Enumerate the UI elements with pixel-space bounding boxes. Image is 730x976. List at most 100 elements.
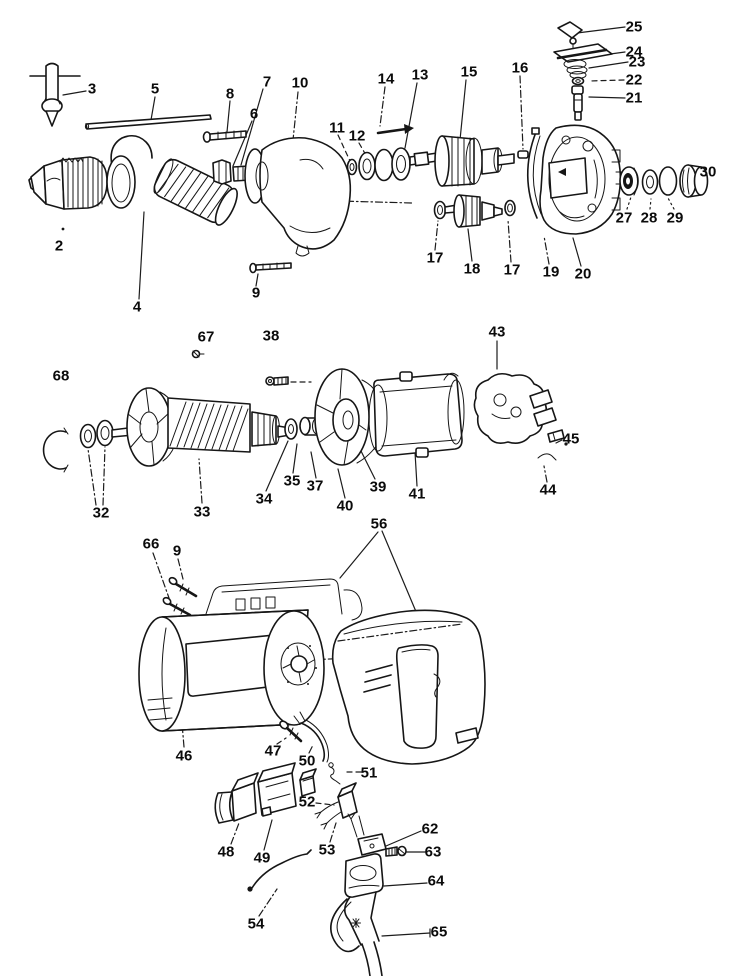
part-washer-27 — [619, 166, 639, 196]
part-label-b54: 54 — [247, 915, 265, 933]
part-label-a16: 16 — [511, 59, 529, 77]
part-label-a25: 25 — [625, 18, 643, 36]
part-label-a21: 21 — [625, 89, 643, 107]
part-label-a28: 28 — [640, 209, 658, 227]
part-label-a20: 20 — [574, 265, 592, 283]
part-bearing-30 — [679, 164, 709, 198]
part-lock-button — [299, 768, 317, 797]
part-screw-8 — [202, 130, 247, 143]
part-side-handle-ring — [106, 134, 153, 209]
part-label-m39: 39 — [369, 478, 387, 496]
part-label-b49: 49 — [253, 849, 271, 867]
part-label-m35: 35 — [283, 472, 301, 490]
part-screw-9-bottom — [168, 576, 198, 598]
part-label-a17b: 17 — [503, 261, 521, 279]
part-label-b66: 66 — [142, 535, 160, 553]
part-label-m45: 45 — [562, 430, 580, 448]
part-label-a3: 3 — [87, 80, 97, 98]
part-label-m67: 67 — [197, 328, 215, 346]
part-label-a8: 8 — [225, 85, 235, 103]
part-pin-21 — [571, 85, 584, 121]
part-label-b47: 47 — [264, 742, 282, 760]
part-label-a27: 27 — [615, 209, 633, 227]
part-screw-14 — [376, 124, 414, 135]
part-selector-plate-24 — [553, 43, 613, 63]
part-label-b62: 62 — [421, 820, 439, 838]
part-label-b9b: 9 — [172, 542, 182, 560]
part-spring-51 — [328, 762, 341, 785]
part-label-b64: 64 — [427, 872, 445, 890]
part-label-a29: 29 — [666, 209, 684, 227]
part-label-a19: 19 — [542, 263, 560, 281]
part-ring-22 — [571, 76, 585, 86]
part-screw-47 — [279, 720, 303, 743]
part-brush-45 — [547, 429, 568, 446]
part-label-b53: 53 — [318, 841, 336, 859]
part-label-a23: 23 — [628, 53, 646, 71]
part-label-m68: 68 — [52, 367, 70, 385]
part-label-b63: 63 — [424, 843, 442, 861]
part-screw-38 — [265, 376, 289, 386]
part-label-a18: 18 — [463, 260, 481, 278]
part-label-a12: 12 — [348, 127, 366, 145]
part-label-b46: 46 — [175, 747, 193, 765]
part-motor-housing-46 — [138, 609, 325, 732]
part-label-a5: 5 — [150, 80, 160, 98]
part-washer-28 — [641, 169, 659, 195]
part-pin-16 — [517, 150, 529, 159]
part-label-a10: 10 — [291, 74, 309, 92]
part-handle-housing-56 — [331, 609, 486, 765]
part-spindle-15 — [409, 135, 515, 187]
part-inner-chassis — [205, 578, 363, 621]
part-field-41 — [368, 371, 465, 458]
part-terminal-block-52 — [314, 782, 358, 830]
part-label-a9a: 9 — [251, 284, 261, 302]
part-lead-wire-44 — [537, 453, 557, 461]
part-label-a6: 6 — [249, 105, 259, 123]
part-screw-67 — [191, 349, 205, 359]
part-chuck-key — [29, 62, 81, 127]
part-handle-grip — [153, 158, 238, 226]
part-label-a15: 15 — [460, 63, 478, 81]
part-label-m41: 41 — [408, 485, 426, 503]
bottom-assembly-housing-and-switch — [138, 576, 486, 976]
part-fan-baffle-37-40 — [314, 368, 383, 466]
top-assembly-chuck-and-gear-case — [28, 21, 709, 274]
part-screw-63 — [385, 845, 407, 857]
part-label-b48: 48 — [217, 843, 235, 861]
part-label-m34: 34 — [255, 490, 273, 508]
part-oring-29 — [658, 166, 678, 196]
part-label-m32: 32 — [92, 504, 110, 522]
part-brush-holder-43 — [473, 372, 557, 444]
reference-dot — [61, 227, 65, 231]
part-label-a2: 2 — [54, 237, 64, 255]
part-chuck — [28, 156, 108, 210]
part-label-b52: 52 — [298, 793, 316, 811]
part-bearing-housing-20 — [539, 124, 625, 235]
part-screw-9-top — [249, 262, 292, 274]
part-wire-54 — [247, 849, 312, 892]
part-trigger-switch-48-49 — [214, 762, 297, 824]
part-power-cord-65 — [361, 941, 383, 976]
part-label-a17a: 17 — [426, 249, 444, 267]
part-label-b51: 51 — [360, 764, 378, 782]
part-second-shaft-17-18 — [433, 194, 516, 228]
part-depth-rod — [84, 114, 212, 130]
part-label-a4: 4 — [132, 298, 142, 316]
part-washers-11-12-13 — [346, 147, 411, 182]
part-label-a13: 13 — [411, 66, 429, 84]
part-retaining-ring-68 — [42, 427, 69, 473]
part-label-m43: 43 — [488, 323, 506, 341]
part-lead-wire-50 — [293, 711, 329, 763]
middle-assembly-armature-and-field — [42, 349, 568, 473]
part-cord-guard-64 — [330, 853, 384, 953]
part-label-m38: 38 — [262, 327, 280, 345]
part-label-b65: 65 — [430, 923, 448, 941]
part-terminal-62 — [347, 812, 387, 856]
part-label-m37: 37 — [306, 477, 324, 495]
part-screw-66 — [162, 596, 192, 617]
part-label-m33: 33 — [193, 503, 211, 521]
part-washer-34 — [284, 418, 298, 440]
